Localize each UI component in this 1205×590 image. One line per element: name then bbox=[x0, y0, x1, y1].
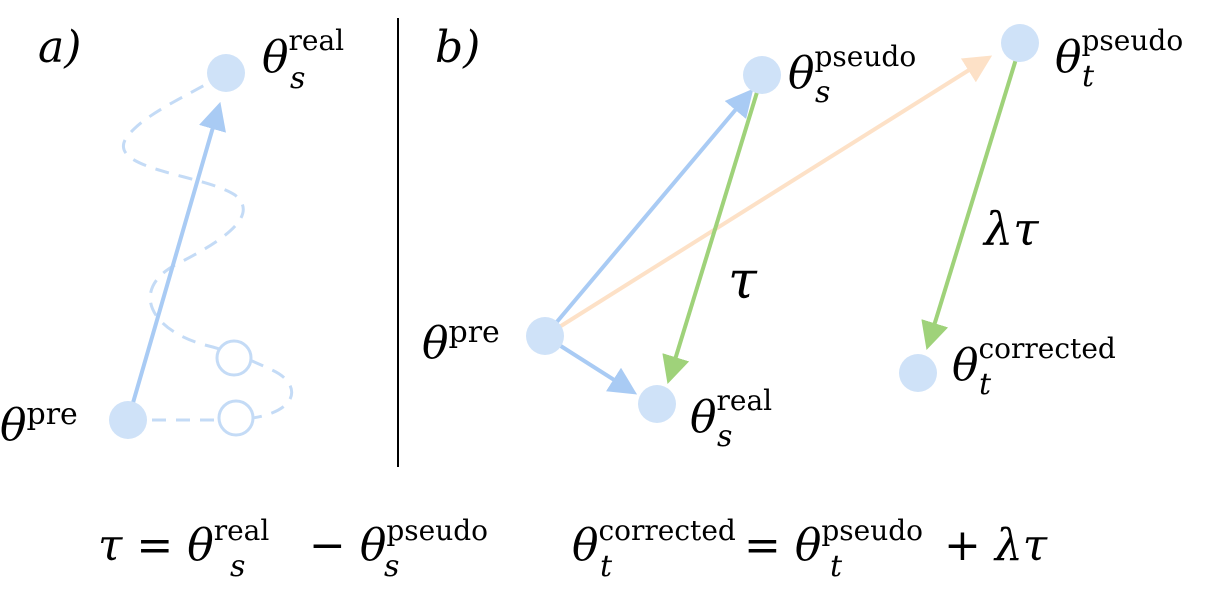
panel-b-lambda-tau-arrow bbox=[921, 45, 1022, 351]
panel-b-point-real-s bbox=[638, 385, 676, 423]
panel-b-theta-pre: θpre bbox=[422, 315, 500, 369]
panel-b-lambda-tau-label: λτ bbox=[982, 202, 1040, 256]
panel-a-direct-arrow bbox=[126, 101, 226, 421]
panel-b-point-corrected-t bbox=[899, 354, 937, 392]
panel-a-hollow-point-1 bbox=[215, 339, 253, 377]
panel-a-hollow-point-2 bbox=[217, 399, 255, 437]
panel-a-point-real bbox=[207, 54, 245, 92]
panel-b-tau-label: τ bbox=[728, 251, 758, 311]
panel-a-dashed-trajectory bbox=[121, 73, 294, 422]
panel-a-theta-pre: θpre bbox=[0, 397, 78, 451]
panel-b-point-pre bbox=[526, 317, 564, 355]
panel-b-label: b) bbox=[435, 22, 480, 73]
panel-b-tau-arrow bbox=[662, 75, 764, 385]
panel-a-point-pre bbox=[109, 401, 147, 439]
panel-b-pre-to-pseudo-s-arrow bbox=[543, 88, 754, 338]
panel-b-pre-to-pseudo-t-arrow bbox=[543, 55, 993, 338]
panel-a-label: a) bbox=[38, 22, 81, 73]
panel-b-point-pseudo-s bbox=[743, 56, 781, 94]
panel-b-point-pseudo-t bbox=[1001, 24, 1039, 62]
